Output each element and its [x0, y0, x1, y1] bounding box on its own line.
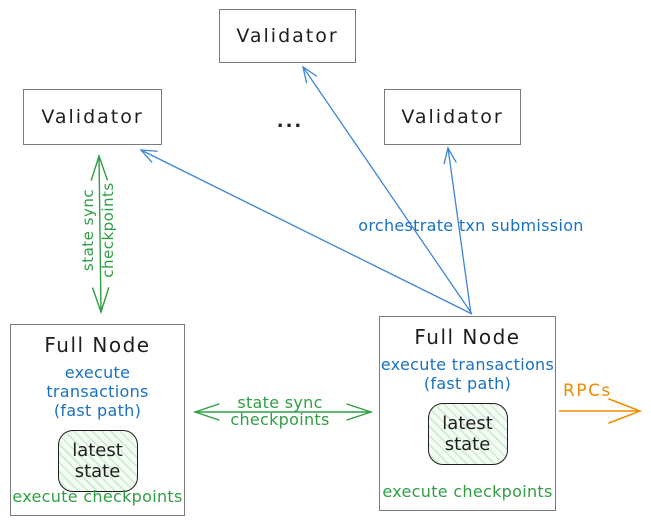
- label-state-sync-horizontal-line2: checkpoints: [230, 410, 330, 429]
- full-node-left-exec-line2: (fast path): [53, 401, 142, 420]
- full-node-right-footer: execute checkpoints: [382, 482, 553, 501]
- full-node-right-exec-line2: (fast path): [423, 374, 512, 393]
- full-node-right-exec-line1: execute transactions: [380, 355, 555, 374]
- label-state-sync-vertical-line2: checkpoints: [99, 182, 117, 278]
- validator-box-right: Validator: [384, 89, 521, 145]
- full-node-box-left: Full Node execute transactions (fast pat…: [10, 324, 185, 516]
- arrow-orchestrate-to-left-validator: [139, 149, 473, 315]
- validator-box-left: Validator: [23, 89, 162, 145]
- full-node-box-right: Full Node execute transactions (fast pat…: [379, 316, 556, 511]
- full-node-right-title: Full Node: [414, 325, 521, 349]
- full-node-left-exec-line1: execute transactions: [46, 363, 149, 401]
- validator-top-label: Validator: [236, 25, 339, 47]
- latest-state-box-right: latest state: [427, 403, 508, 465]
- validators-ellipsis: ...: [276, 110, 304, 132]
- latest-state-right-line2: state: [444, 434, 491, 455]
- latest-state-box-left: latest state: [57, 430, 138, 492]
- label-state-sync-horizontal: state sync checkpoints: [210, 394, 350, 428]
- arrow-orchestrate-to-right-validator: [443, 146, 472, 315]
- label-rpcs: RPCs: [563, 381, 612, 401]
- validator-right-label: Validator: [401, 106, 504, 128]
- label-state-sync-vertical-line1: state sync: [79, 188, 97, 272]
- label-state-sync-vertical: state sync checkpoints: [78, 173, 120, 287]
- arrow-state-sync-vertical: [90, 153, 110, 315]
- validator-left-label: Validator: [41, 106, 144, 128]
- validator-box-top: Validator: [219, 9, 356, 63]
- latest-state-right-line1: latest: [442, 413, 493, 434]
- full-node-left-title: Full Node: [44, 333, 151, 357]
- label-orchestrate-txn-submission: orchestrate txn submission: [358, 216, 584, 235]
- latest-state-left-line2: state: [74, 461, 121, 482]
- full-node-left-footer: execute checkpoints: [12, 487, 183, 506]
- latest-state-left-line1: latest: [72, 440, 123, 461]
- label-state-sync-horizontal-line1: state sync: [237, 393, 323, 412]
